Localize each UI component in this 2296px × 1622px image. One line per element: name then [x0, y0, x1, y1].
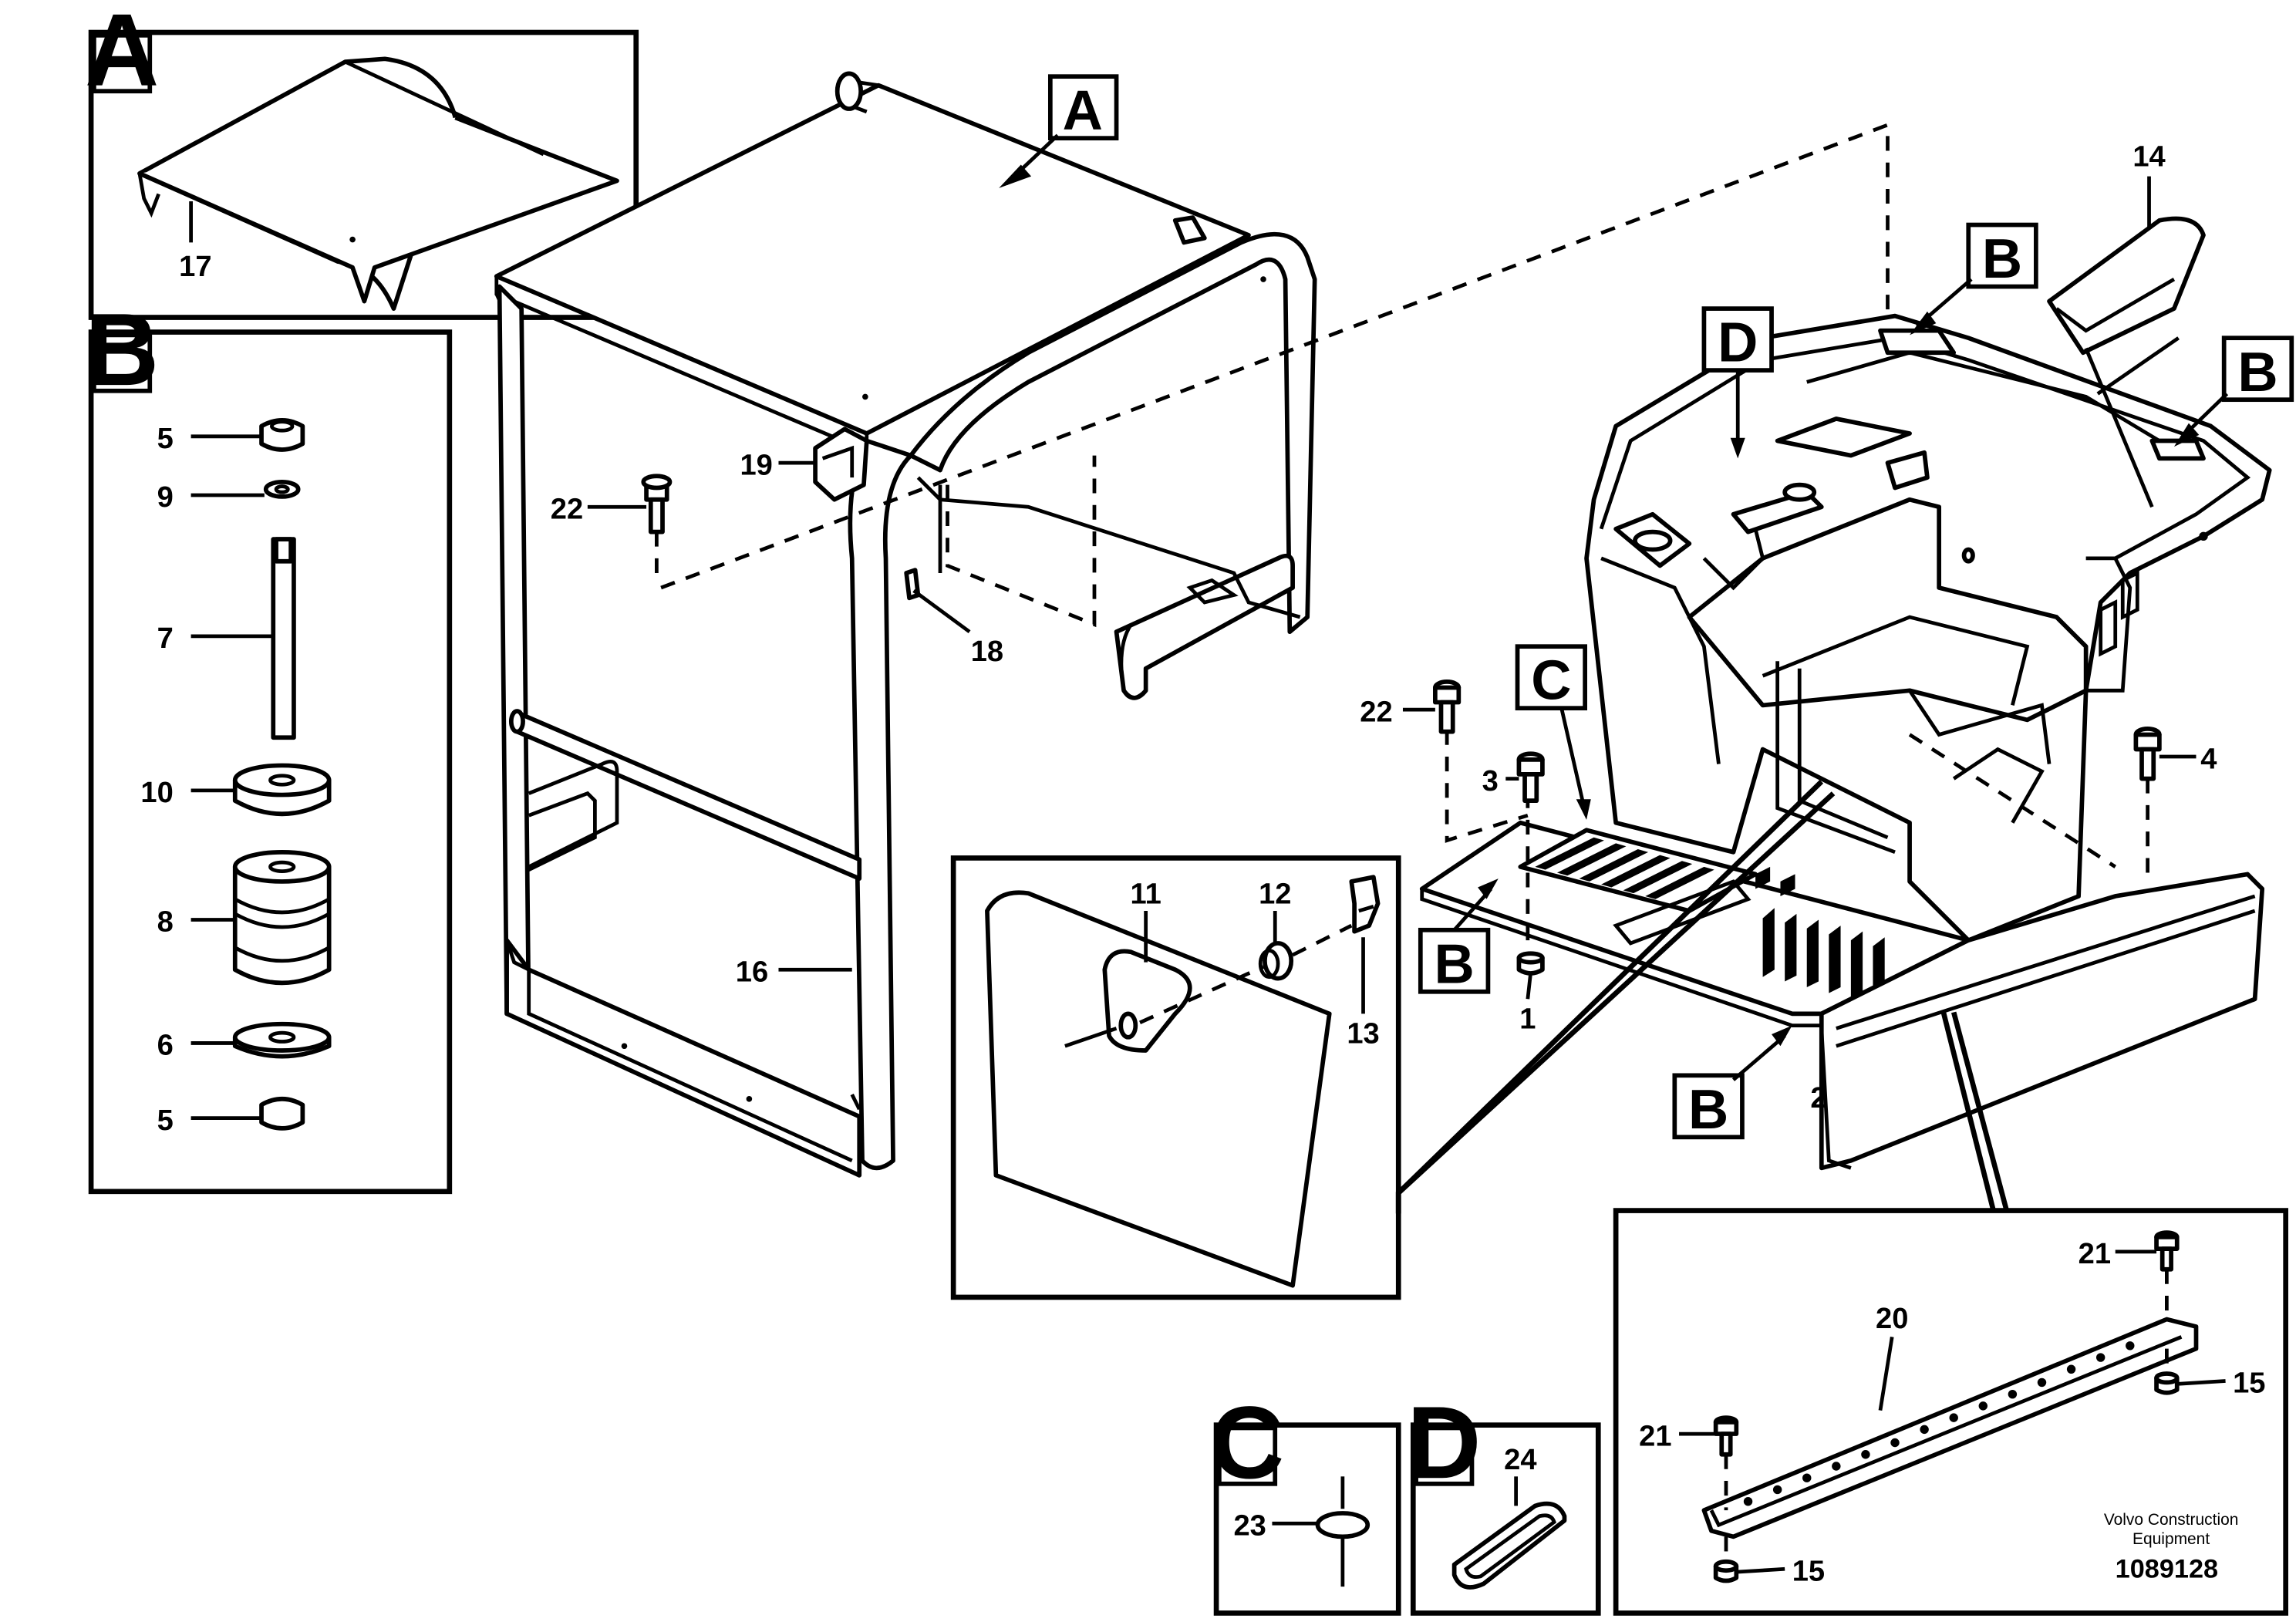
cover-part-14 [2047, 216, 2206, 356]
box-letter-d-detail: D [1407, 1385, 1481, 1500]
part-number-15-bottom: 15 [1792, 1556, 1825, 1588]
bolt-part-3 [1516, 751, 1545, 804]
bolt-part-22-right [1433, 679, 1462, 734]
bolt-part-22-left [641, 474, 673, 585]
part-number-19: 19 [740, 449, 772, 481]
rops-frame-part-16: 22 19 18 16 A [494, 71, 1890, 1178]
grommet-part-24 [1451, 1501, 1567, 1590]
box-letter-b-bottom: B [1688, 1078, 1728, 1141]
part-number-13: 13 [1347, 1017, 1379, 1050]
detail-frame-step-rail [1613, 1208, 2289, 1616]
part-number-1: 1 [1519, 1003, 1536, 1035]
detail-frame-door-panel [950, 855, 1401, 1300]
mounting-stack-assembly: 5 9 7 10 8 6 5 [140, 418, 332, 1137]
box-letter-a-detail: A [85, 0, 159, 108]
detail-frame-b: B [85, 292, 453, 1195]
stud-part-7 [271, 537, 296, 740]
door-panel-detail: 11 12 13 [985, 875, 1381, 1288]
part-number-12: 12 [1259, 878, 1291, 910]
part-number-14: 14 [2132, 140, 2165, 173]
washer-part-9 [263, 479, 301, 499]
rubber-mount-part-8 [232, 849, 332, 986]
part-number-15-right: 15 [2233, 1367, 2265, 1400]
bolt-part-4 [2133, 726, 2162, 781]
detail-frame-a: A [85, 0, 639, 320]
detail-pointer-lines [1395, 780, 2010, 1214]
part-number-23: 23 [1233, 1510, 1266, 1543]
part-number-2: 2 [1810, 1082, 1826, 1114]
part-number-17: 17 [179, 251, 211, 283]
callout-b-top-right: B [2173, 336, 2294, 447]
part-number-8: 8 [157, 906, 174, 939]
callout-d-main: D [1701, 306, 1774, 459]
panel-part-11 [985, 890, 1332, 1288]
plug-detail: 23 [1233, 1476, 1371, 1587]
credit-line-1: Volvo Construction [2104, 1511, 2239, 1529]
part-number-10: 10 [140, 777, 173, 809]
part-number-5-bottom: 5 [157, 1104, 174, 1137]
callout-b-floor: B [1418, 878, 1499, 995]
nut-top-part-5 [259, 418, 305, 452]
cab-console-part-2: 22 3 4 1 2 14 [1360, 140, 2272, 1171]
detail-frame-c: C [1210, 1385, 1401, 1616]
box-letter-b-detail: B [85, 292, 159, 407]
bolt-part-21-top [2154, 1230, 2180, 1320]
nut-part-15-right [2154, 1348, 2180, 1395]
box-letter-b-top-left: B [1982, 228, 2022, 290]
box-letter-b-floor: B [1434, 932, 1474, 995]
detail-frame-d: D [1407, 1385, 1601, 1616]
part-number-21-top: 21 [2079, 1238, 2111, 1270]
nut-part-15-bottom [1713, 1536, 1739, 1583]
callout-c-main: C [1515, 644, 1591, 820]
part-number-4: 4 [2200, 743, 2217, 775]
part-number-24: 24 [1504, 1444, 1536, 1476]
latch-part-19 [813, 427, 869, 502]
part-number-3: 3 [1482, 765, 1499, 798]
plug-part-23 [1315, 1511, 1371, 1539]
part-number-21-left: 21 [1639, 1420, 1671, 1452]
credit-line-2: Equipment [2132, 1530, 2210, 1548]
callout-b-top-left: B [1910, 222, 2038, 336]
nut-bottom-part-5 [259, 1096, 305, 1131]
rail-part-20 [1701, 1317, 2199, 1539]
box-letter-b-top-right: B [2237, 341, 2277, 403]
box-letter-c-main: C [1531, 649, 1571, 712]
box-letter-a-main: A [1063, 79, 1103, 142]
part-number-6: 6 [157, 1030, 174, 1062]
part-number-22-right: 22 [1360, 696, 1392, 728]
part-number-5-top: 5 [157, 423, 174, 455]
roof-cover-part-17: 17 [137, 56, 619, 311]
step-rail-detail: 21 21 15 15 20 Volvo Construction Equipm… [1639, 1230, 2265, 1588]
part-number-20: 20 [1876, 1303, 1908, 1335]
part-number-18: 18 [971, 636, 1003, 668]
box-letter-c-detail: C [1210, 1385, 1284, 1500]
bolt-part-21-left [1713, 1415, 1739, 1511]
box-letter-d-main: D [1718, 312, 1758, 374]
part-number-7: 7 [157, 622, 174, 655]
part-number-11: 11 [1131, 878, 1161, 910]
part-number-16: 16 [736, 956, 768, 988]
document-number: 1089128 [2116, 1555, 2218, 1584]
part-number-22-left: 22 [551, 493, 583, 525]
callout-b-bottom: B [1672, 1025, 1792, 1141]
part-number-9: 9 [157, 481, 174, 514]
clip-part-13 [1349, 875, 1381, 934]
grommet-detail: 24 [1451, 1444, 1567, 1590]
